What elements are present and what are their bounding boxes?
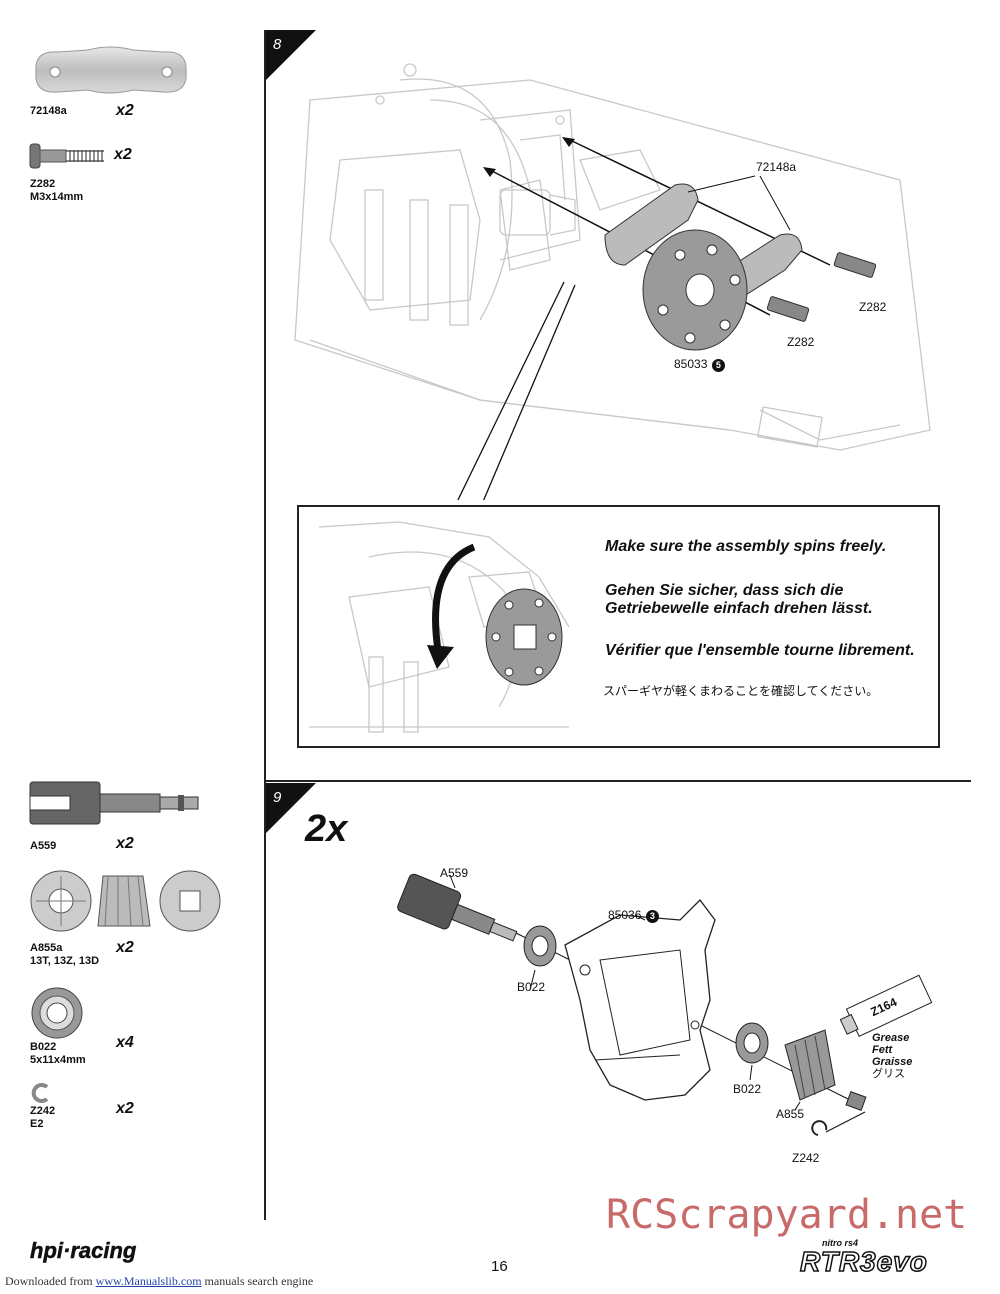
page-number: 16 [491,1258,508,1275]
download-footer: Downloaded from www.Manualslib.com manua… [5,1274,313,1289]
label-screw: Z282 [859,300,887,314]
bag-number-badge: 5 [711,359,725,372]
label-spur-gear: 85033 5 [674,355,725,373]
part-code: B022 [30,1041,57,1053]
screw-icon [29,143,104,169]
column-divider [264,30,266,1220]
part-qty: x4 [116,1034,134,1051]
instruction-de-line2: Getriebewelle einfach drehen lässt. [605,600,873,617]
parts-list-step8: 72148a x2 x2 Z282 M3x14mm [28,40,208,210]
grease-jp: グリス [872,1068,905,1080]
instruction-jp: スパーギヤが軽くまわることを確認してください。 [603,684,879,698]
bearing-icon [31,987,83,1039]
part-size: 13T, 13Z, 13D [30,955,100,967]
manualslib-link[interactable]: www.Manualslib.com [95,1274,202,1288]
grease-labels: Grease Fett Graisse グリス [872,1032,912,1080]
label-e-clip: Z242 [792,1151,820,1165]
step-number: 8 [273,36,282,53]
step-number-badge [266,30,316,80]
gearbox-assembly-diagram [397,873,933,1136]
model-subtitle: nitro rs4 [822,1238,859,1248]
part-size: 5x11x4mm [30,1054,86,1066]
download-prefix: Downloaded from [5,1274,93,1288]
label-bearing: B022 [733,1082,762,1096]
part-qty: x2 [116,939,134,956]
part-code: A855a [30,942,63,954]
parts-list-step9: A559 x2 A855a x2 13T, 13Z, 13D B022 x4 5… [28,778,228,1138]
watermark: RCScrapyard.net [606,1192,968,1238]
plate-bracket-icon [35,46,187,94]
label-bearing: B022 [517,980,546,994]
outdrive-icon [29,781,199,825]
part-code: Z282 [30,178,56,190]
spin-check-diagram [309,521,570,733]
download-suffix: manuals search engine [204,1274,314,1288]
part-size: E2 [30,1118,44,1130]
bevel-gear-icon [30,870,221,932]
part-qty: x2 [116,1100,134,1117]
grease-en: Grease [872,1032,910,1044]
part-qty: x2 [116,835,134,852]
grease-fr: Graisse [872,1056,913,1068]
chassis-assembly-diagram [294,63,931,500]
step-number-badge [266,783,316,833]
part-code: 72148a [30,105,67,117]
label-gear: A855 [776,1107,805,1121]
model-logo: nitro rs4 RTR3evo [799,1238,928,1277]
part-code: Z242 [30,1105,56,1117]
part-qty: x2 [114,146,132,163]
part-code: 85033 [674,357,708,371]
instruction-fr: Vérifier que l'ensemble tourne librement… [605,642,915,659]
instruction-de-line1: Gehen Sie sicher, dass sich die [605,582,844,599]
label-screw: Z282 [787,335,815,349]
instruction-callout: Make sure the assembly spins freely. Geh… [297,505,940,748]
model-title: RTR3evo [799,1246,928,1277]
part-size: M3x14mm [30,191,84,203]
step-multiplier: 2x [305,808,348,850]
step-divider [264,780,971,782]
grease-de: Fett [872,1044,893,1056]
label-gearbox-case: 85036 3 [608,906,659,924]
part-code: 85036 [608,908,642,922]
part-code: A559 [30,840,57,852]
bag-number-badge: 3 [645,910,659,923]
brand-logo: hpi·racing [30,1238,137,1264]
part-qty: x2 [116,102,134,119]
instruction-en: Make sure the assembly spins freely. [605,538,887,555]
e-clip-icon [31,1083,49,1103]
step-number: 9 [273,789,282,806]
label-outdrive: A559 [440,866,469,880]
label-bracket: 72148a [756,160,797,174]
